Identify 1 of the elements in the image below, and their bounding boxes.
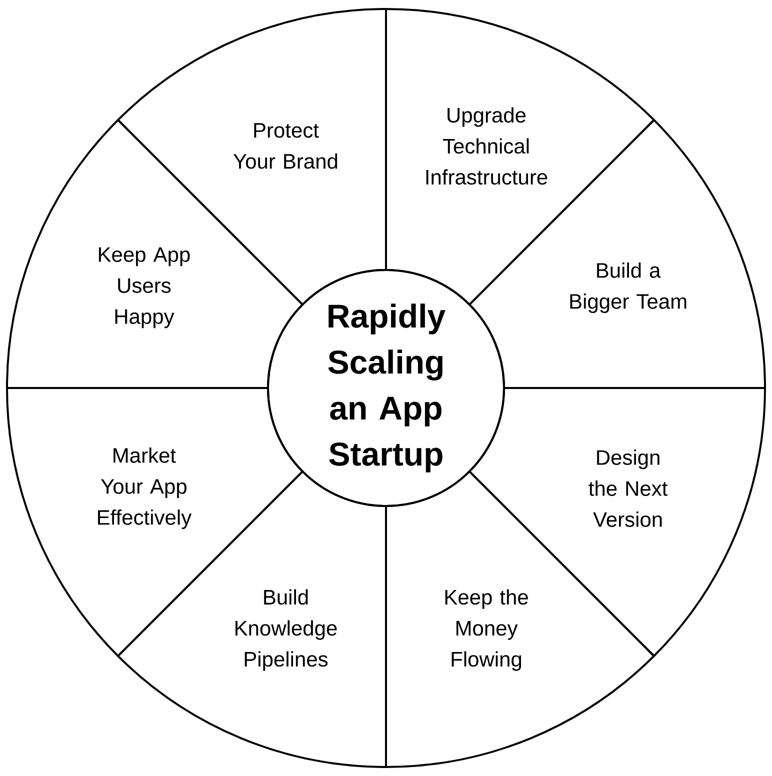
node-label: Rapidly Scaling an App Startup bbox=[328, 304, 446, 472]
